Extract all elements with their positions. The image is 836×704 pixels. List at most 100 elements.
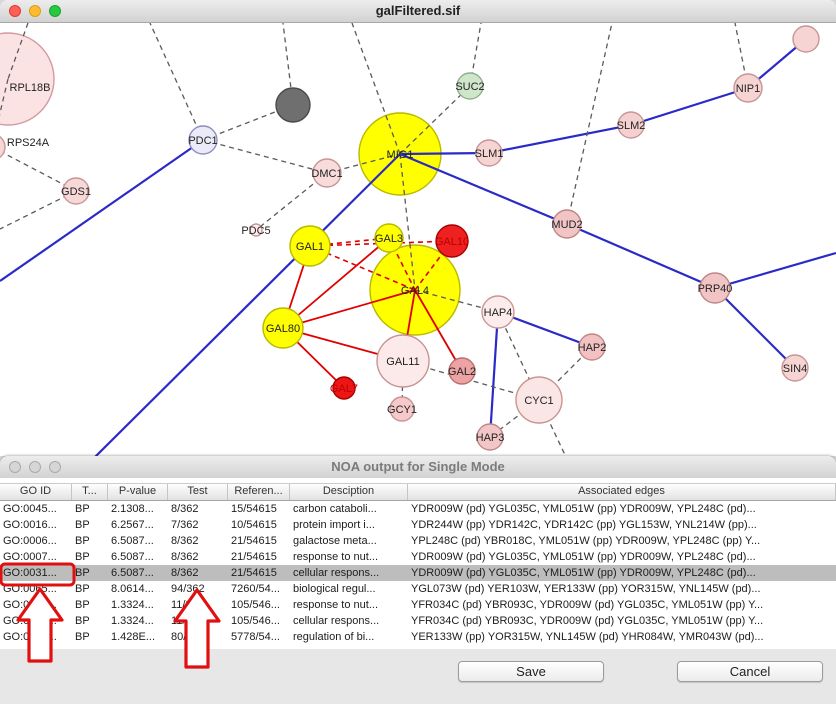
table-cell: GO:0016... [3, 519, 57, 531]
save-button[interactable]: Save [458, 661, 604, 682]
node-GAL7[interactable] [332, 376, 356, 400]
edge-MUD2-PRP40[interactable] [566, 222, 716, 290]
edge-MIG1-GAL4[interactable] [399, 153, 416, 291]
node-HAP4[interactable] [481, 295, 515, 329]
edge-HAP4-CYC1[interactable] [497, 311, 540, 401]
edge-GAL4-GAL10[interactable] [414, 240, 453, 291]
edge-PRP40-pR1[interactable] [714, 251, 836, 290]
node-GAL11[interactable] [376, 334, 430, 388]
table-cell: 1.3324... [111, 599, 154, 611]
table-cell: cellular respons... [293, 615, 380, 627]
cancel-button[interactable]: Cancel [677, 661, 823, 682]
node-PRP40[interactable] [699, 272, 731, 304]
column-header-0[interactable]: GO ID [0, 484, 72, 500]
node-GAL10[interactable] [435, 224, 469, 258]
edge-HAP4-HAP2[interactable] [497, 310, 593, 349]
network-canvas[interactable]: RPL18BRPS24AGDS1PDC1DMC1MIG1SUC2SLM1SLM2… [0, 23, 836, 456]
zoom-button[interactable] [49, 461, 61, 473]
node-label-PRP40: PRP40 [698, 283, 733, 295]
edge-PRP40-SIN4[interactable] [714, 287, 796, 369]
column-header-6[interactable]: Associated edges [408, 484, 836, 500]
node-GAL1[interactable] [289, 225, 331, 267]
node-gray1[interactable] [275, 87, 311, 123]
column-header-1[interactable]: T... [72, 484, 108, 500]
table-cell: 8/362 [171, 567, 199, 579]
edge-PDC1-DMC1[interactable] [202, 139, 328, 174]
column-header-5[interactable]: Desciption [290, 484, 408, 500]
edge-GAL80-GAL3[interactable] [282, 237, 390, 329]
column-header-4[interactable]: Referen... [228, 484, 290, 500]
node-NIP1[interactable] [733, 73, 763, 103]
edge-SLM1-SLM2[interactable] [488, 123, 632, 155]
edge-DMC1-PDC5[interactable] [255, 172, 328, 231]
table-cell: 15/54615 [231, 503, 277, 515]
edge-MUD2-pT5[interactable] [566, 23, 613, 225]
node-GAL2[interactable] [448, 357, 476, 385]
table-cell: 11/362 [171, 599, 204, 611]
node-RPL18B[interactable] [0, 32, 55, 126]
column-header-2[interactable]: P-value [108, 484, 168, 500]
graph-window-titlebar[interactable]: galFiltered.sif [0, 0, 836, 23]
node-SLM1[interactable] [475, 139, 503, 167]
edge-HAP4-HAP3[interactable] [488, 311, 500, 438]
minimize-button[interactable] [29, 5, 41, 17]
node-CYC1[interactable] [515, 376, 563, 424]
node-GDS1[interactable] [62, 177, 90, 205]
edge-SLM2-NIP1[interactable] [630, 86, 749, 127]
table-cell: response to nut... [293, 599, 378, 611]
edge-MIG1-SLM1[interactable] [399, 151, 490, 156]
edge-PDC1-gray1[interactable] [202, 104, 294, 141]
node-cornerTR[interactable] [792, 25, 820, 53]
node-label-GAL4: GAL4 [401, 285, 429, 297]
close-button[interactable] [9, 461, 21, 473]
table-cell: 80/362 [171, 631, 205, 643]
node-SUC2[interactable] [456, 72, 484, 100]
table-cell: YDR009W (pd) YGL035C, YML051W (pp) YDR00… [411, 567, 756, 579]
table-cell: 21/54615 [231, 551, 277, 563]
edge-GDS1-RPS24A[interactable] [0, 147, 77, 192]
table-cell: galactose meta... [293, 535, 377, 547]
edge-GAL4-GAL2[interactable] [414, 289, 463, 372]
node-label-RPL18B: RPL18B [10, 82, 51, 94]
node-GAL3[interactable] [374, 223, 404, 253]
node-PDC1[interactable] [188, 125, 218, 155]
node-SLM2[interactable] [617, 111, 645, 139]
table-cell: 6.5087... [111, 551, 154, 563]
node-label-SIN4: SIN4 [783, 363, 807, 375]
node-label-GAL2: GAL2 [448, 366, 476, 378]
node-SIN4[interactable] [781, 354, 809, 382]
edge-GAL80-GAL4[interactable] [282, 289, 416, 329]
minimize-button[interactable] [29, 461, 41, 473]
edge-pTL1-RPL18B[interactable] [7, 23, 29, 80]
node-HAP3[interactable] [476, 423, 504, 451]
node-MUD2[interactable] [552, 209, 582, 239]
edge-PDC1-pT2[interactable] [149, 23, 204, 141]
node-DMC1[interactable] [312, 158, 342, 188]
zoom-button[interactable] [49, 5, 61, 17]
edge-GAL1-GAL10[interactable] [309, 240, 453, 247]
edge-RPL18B-RPS24A[interactable] [0, 78, 9, 147]
node-RPS24A[interactable] [0, 134, 6, 160]
node-HAP2[interactable] [578, 333, 606, 361]
node-PDC5[interactable] [249, 223, 263, 237]
close-button[interactable] [9, 5, 21, 17]
edge-MIG1-MUD2[interactable] [399, 152, 568, 226]
node-GAL80[interactable] [262, 307, 304, 349]
edge-MIG1-pBL[interactable] [94, 153, 401, 456]
edge-MIG1-SUC2[interactable] [399, 85, 471, 155]
column-header-3[interactable]: Test [168, 484, 228, 500]
node-GCY1[interactable] [389, 396, 415, 422]
noa-window-titlebar[interactable]: NOA output for Single Mode [0, 456, 836, 479]
edge-PDC1-pL1[interactable] [0, 139, 204, 282]
